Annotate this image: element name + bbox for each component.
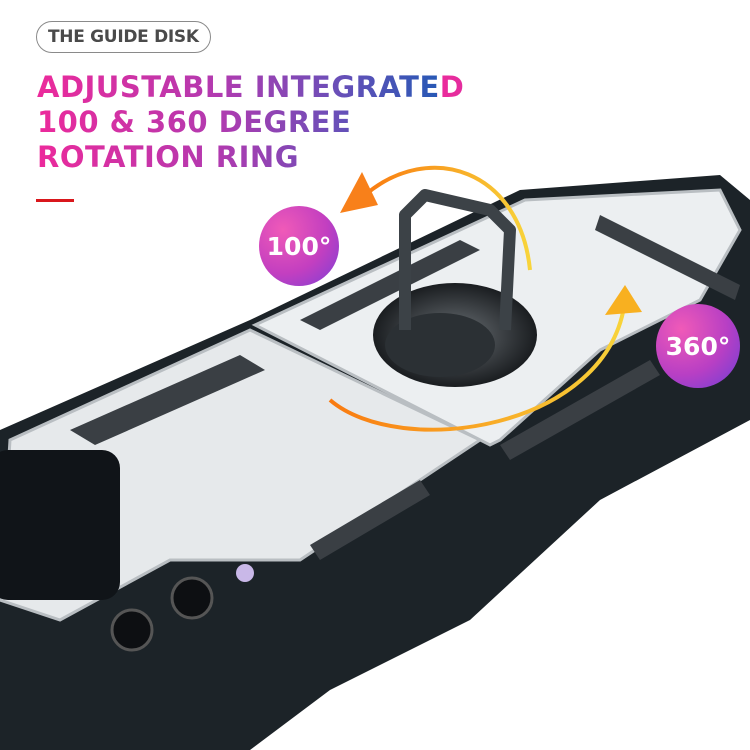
rotation-100-badge: 100°	[259, 206, 339, 286]
headline-line-3: ROTATION RING	[37, 140, 464, 175]
ring-loop	[399, 189, 516, 331]
headline-line-1: ADJUSTABLE INTEGRATED	[37, 70, 465, 104]
ring-center	[385, 313, 495, 377]
accent-divider	[36, 199, 74, 202]
rotation-360-badge: 360°	[656, 304, 740, 388]
camera-lens	[110, 608, 154, 652]
cover-screen	[0, 450, 120, 600]
flash	[236, 564, 254, 582]
rotation-arrow-100	[363, 165, 532, 271]
arrow-head	[605, 285, 642, 315]
grip-texture	[500, 360, 660, 460]
camera-lens	[170, 576, 214, 620]
grip-texture	[300, 240, 480, 330]
arrow-head	[340, 172, 378, 213]
rotation-arrow-360	[328, 299, 627, 432]
grip-texture	[70, 355, 265, 445]
grip-texture	[310, 480, 430, 560]
guide-disk-label: THE GUIDE DISK	[36, 21, 211, 53]
headline-line-2: 100 & 360 DEGREE	[37, 105, 464, 140]
headline: ADJUSTABLE INTEGRATED 100 & 360 DEGREE R…	[37, 70, 464, 175]
grip-texture	[595, 215, 740, 300]
